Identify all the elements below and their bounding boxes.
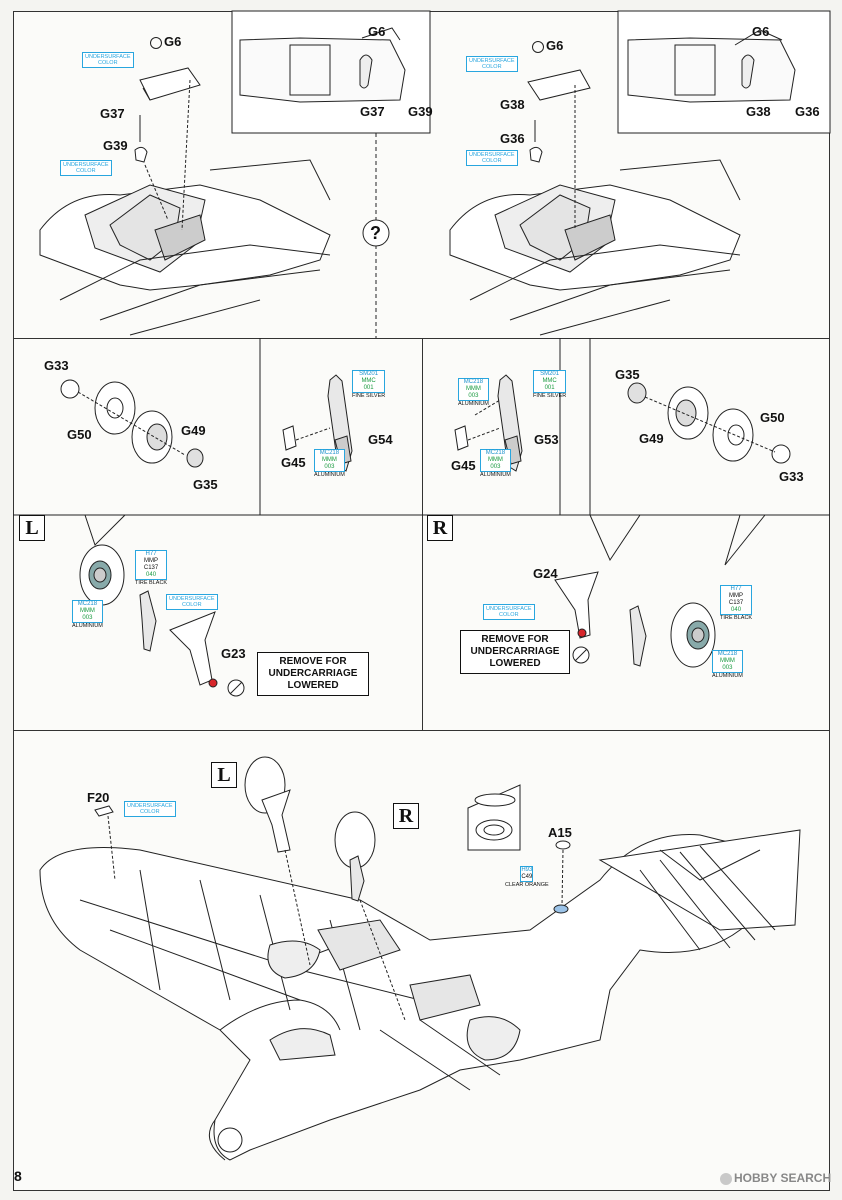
step1-left-fuselage <box>39 159 331 336</box>
label-g39-left: G39 <box>103 138 128 153</box>
label-g54: G54 <box>368 432 393 447</box>
g24-door <box>554 571 599 639</box>
watermark-logo-icon <box>720 1172 732 1185</box>
question-circle <box>362 219 390 247</box>
label-g33-right: G33 <box>779 469 804 484</box>
a15-part <box>555 840 571 850</box>
question-mark: ? <box>370 223 381 243</box>
label-g33-left: G33 <box>44 358 69 373</box>
label-g6-right: G6 <box>532 38 563 53</box>
label-g45-left: G45 <box>281 455 306 470</box>
g6-cover-left <box>139 67 201 101</box>
strut-g54 <box>282 374 353 472</box>
label-g24: G24 <box>533 566 558 581</box>
label-g50-right: G50 <box>760 410 785 425</box>
step4-side-l: L <box>211 762 237 788</box>
label-g6-left: G6 <box>150 34 181 49</box>
g33-hub-left <box>60 379 80 399</box>
label-g36-right: G36 <box>500 131 525 146</box>
step1-right-fuselage <box>449 159 741 336</box>
step4-side-r: R <box>393 803 419 829</box>
strut-g53 <box>454 374 523 472</box>
spitfire-underside <box>39 829 801 1161</box>
inset-right-bottom-a: G38 <box>746 104 771 119</box>
label-g37-left: G37 <box>100 106 125 121</box>
label-g49-left: G49 <box>181 423 206 438</box>
inset-right-bottom-b: G36 <box>795 104 820 119</box>
label-g53: G53 <box>534 432 559 447</box>
inset-left-bottom-b: G39 <box>408 104 433 119</box>
f20-part <box>94 805 114 817</box>
label-g49-right: G49 <box>639 431 664 446</box>
g35-left <box>186 448 204 468</box>
watermark: HOBBY SEARCH <box>720 1171 831 1185</box>
side-l-box: L <box>19 515 45 541</box>
label-g38-right: G38 <box>500 97 525 112</box>
strut-right <box>629 605 647 667</box>
g23-door <box>169 611 216 686</box>
g6-cover-right <box>527 69 591 101</box>
inset-left-top-label: G6 <box>368 24 386 39</box>
label-g35-left: G35 <box>193 477 218 492</box>
inset-left-bottom-a: G37 <box>360 104 385 119</box>
label-g23: G23 <box>221 646 246 661</box>
label-g35-right: G35 <box>615 367 640 382</box>
page-number: 8 <box>14 1168 22 1184</box>
strut-left <box>139 590 157 652</box>
side-r-box: R <box>427 515 453 541</box>
label-g45-right: G45 <box>451 458 476 473</box>
g38-part <box>529 146 543 163</box>
label-a15: A15 <box>548 825 572 840</box>
label-g50-left: G50 <box>67 427 92 442</box>
inset-right-top-label: G6 <box>752 24 770 39</box>
g37-part <box>134 146 148 163</box>
label-f20: F20 <box>87 790 110 805</box>
g35-right <box>627 382 647 404</box>
g33-hub-right <box>771 444 791 464</box>
